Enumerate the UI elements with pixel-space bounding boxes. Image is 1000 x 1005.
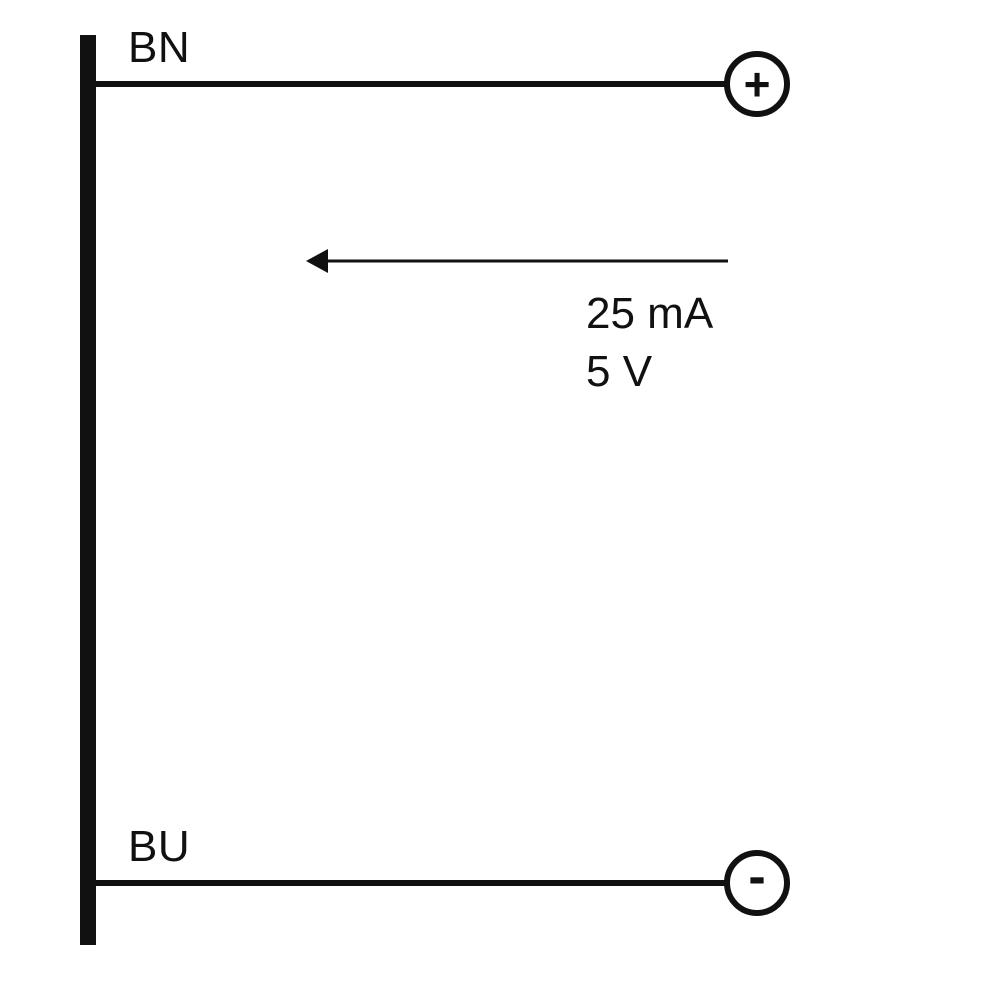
negative-terminal-circle	[724, 850, 790, 916]
wire-label-bn: BN	[128, 23, 191, 72]
wire-label-bu: BU	[128, 822, 191, 871]
positive-terminal-circle	[724, 51, 790, 117]
voltage-value: 5 V	[586, 347, 653, 396]
current-arrow-head-icon	[306, 249, 328, 273]
plus-icon: +	[743, 58, 771, 110]
device-bar	[80, 35, 96, 945]
minus-icon: -	[748, 848, 766, 906]
current-value: 25 mA	[586, 289, 714, 338]
